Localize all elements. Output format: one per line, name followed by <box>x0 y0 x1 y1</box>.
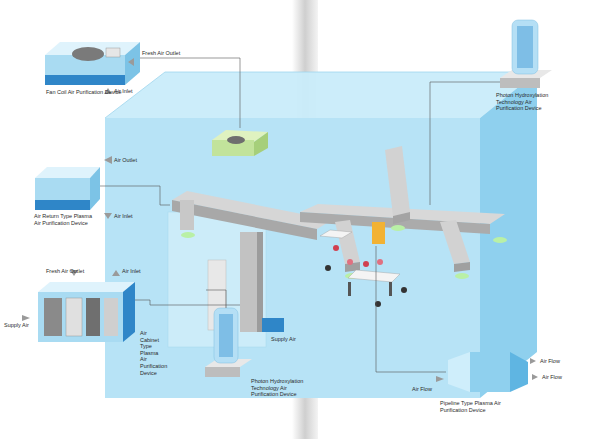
air-duct <box>385 146 410 216</box>
photon-device-top <box>512 20 538 74</box>
fan-coil-in-room <box>227 136 245 144</box>
office-furniture <box>348 270 400 282</box>
fan-coil-device <box>106 48 120 57</box>
air-duct <box>440 220 470 264</box>
airflow-arrow <box>532 374 538 380</box>
pipeline-device <box>470 352 510 392</box>
device-label: Fresh Air Outlet <box>142 50 180 57</box>
office-furniture <box>333 245 339 251</box>
ceiling-purifier <box>181 232 195 238</box>
duct-purifier <box>262 318 284 332</box>
airflow-arrow <box>128 58 134 66</box>
fan-coil-device <box>72 47 104 61</box>
device-label: Air Flow <box>540 358 560 365</box>
air-return-device <box>35 167 100 210</box>
air-duct <box>393 212 410 224</box>
device-label: Air Flow <box>542 374 562 381</box>
device-label: Air Outlet <box>114 157 137 164</box>
fan-coil-device <box>125 42 140 85</box>
air-duct <box>180 200 194 230</box>
leader-line <box>135 300 240 305</box>
air-cabinet-device <box>38 292 123 342</box>
device-label: Photon Hydroxylation Technology Air Puri… <box>250 378 310 398</box>
leader-line <box>376 246 446 372</box>
pipeline-device <box>448 352 470 392</box>
air-duct <box>454 262 470 272</box>
air-duct <box>240 232 257 332</box>
air-cabinet-device <box>86 298 100 336</box>
room <box>105 72 537 118</box>
pipeline-purifier <box>372 222 385 244</box>
air-cabinet-device <box>66 298 82 336</box>
photon-device-top <box>500 20 552 88</box>
air-duct <box>257 232 263 332</box>
room <box>105 72 537 118</box>
device-label: Pipeline Type Plasma Air Purification De… <box>440 400 520 413</box>
pipeline-device <box>510 352 528 392</box>
room <box>480 72 537 398</box>
office-furniture <box>320 230 352 238</box>
leader-line <box>100 186 170 205</box>
airflow-arrow <box>22 315 30 321</box>
room <box>105 72 537 398</box>
office-furniture <box>363 261 369 267</box>
leader-line <box>140 58 240 128</box>
device-label: Air Return Type Plasma Air Purification … <box>34 213 96 226</box>
room <box>105 118 480 398</box>
air-return-device <box>35 200 90 210</box>
air-cabinet-device <box>104 298 118 336</box>
office-furniture <box>389 282 392 296</box>
photon-device-top <box>517 26 533 68</box>
device-label: Air Inlet <box>114 213 133 220</box>
office-furniture <box>348 282 351 296</box>
office-furniture <box>401 287 407 293</box>
air-cabinet-device <box>44 298 62 336</box>
fan-coil-in-room <box>212 130 268 156</box>
air-cabinet-device <box>123 282 135 342</box>
airflow-arrow <box>112 270 120 276</box>
air-duct <box>172 146 505 332</box>
airflow-arrow <box>436 376 444 382</box>
air-return-device <box>90 167 100 210</box>
device-label: Fresh Air Outlet <box>46 268 84 275</box>
pipeline-device <box>448 352 528 392</box>
photon-device-top <box>500 78 540 88</box>
device-label: Supply Air <box>270 336 297 343</box>
office-furniture <box>320 230 407 307</box>
air-return-device <box>35 167 100 178</box>
photon-device-bottom <box>214 308 238 363</box>
airflow-arrow <box>530 358 536 364</box>
ceiling-purifier <box>181 222 507 279</box>
airflow-arrow <box>104 213 112 219</box>
device-label: Air Flow <box>412 386 432 393</box>
airflow-arrow <box>22 58 538 382</box>
ceiling-purifier <box>391 225 405 231</box>
device-label: Photon Hydroxylation Technology Air Puri… <box>496 92 554 112</box>
ceiling-purifier <box>455 273 469 279</box>
photon-device-bottom <box>219 314 233 357</box>
air-cabinet-device <box>38 282 135 342</box>
fan-coil-device <box>45 42 140 85</box>
office-furniture <box>325 265 331 271</box>
leader-line <box>430 82 500 205</box>
device-label: Air Cabinet Type Plasma Air Purification… <box>140 330 166 376</box>
fan-coil-device <box>45 75 125 85</box>
fan-coil-in-room <box>254 132 268 156</box>
airflow-arrow <box>104 156 112 164</box>
leader-line <box>100 58 500 372</box>
office-furniture <box>377 259 383 265</box>
device-label: Fan Coil Air Purification Device <box>46 89 122 96</box>
device-label: Air Inlet <box>122 268 141 275</box>
device-label: Air Inlet <box>114 88 133 95</box>
air-cabinet-device <box>38 282 135 292</box>
photon-device-bottom <box>205 367 240 377</box>
office-furniture <box>347 259 353 265</box>
ceiling-purifier <box>493 237 507 243</box>
leader-line <box>206 290 226 308</box>
air-duct <box>335 220 360 264</box>
device-label: Supply Air <box>4 322 29 329</box>
air-return-device <box>35 178 90 210</box>
